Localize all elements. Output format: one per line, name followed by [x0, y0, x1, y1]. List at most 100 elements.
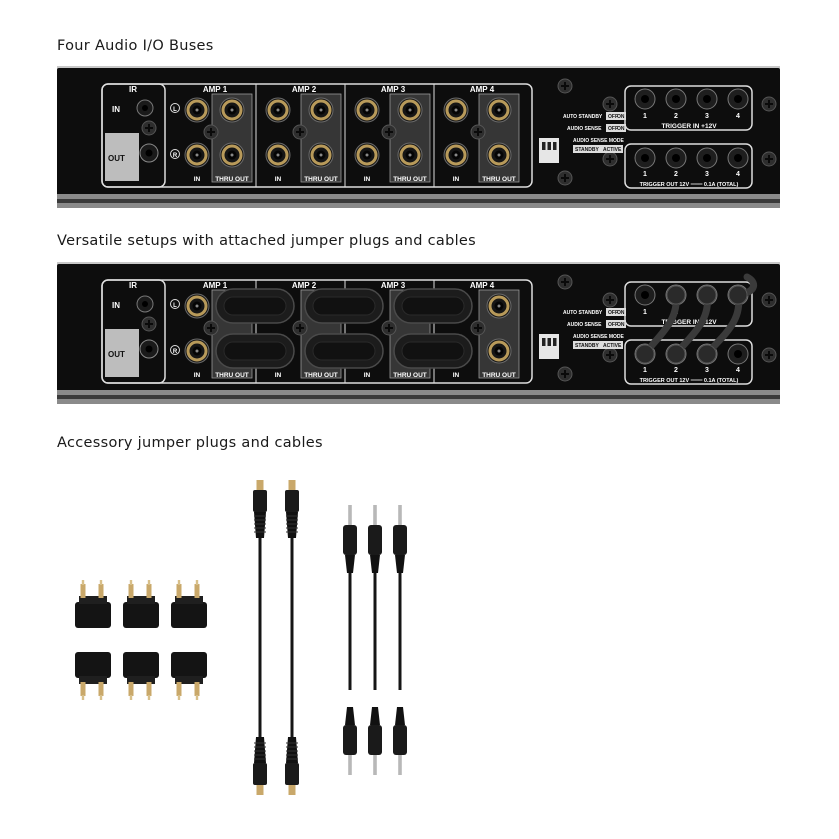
accessory-photo [75, 480, 407, 795]
off-label: OFF [608, 126, 618, 132]
standby-label: STANDBY [575, 147, 599, 153]
amp-in-label: IN [194, 372, 201, 379]
section-heading-accessories: Accessory jumper plugs and cables [57, 435, 323, 451]
auto-standby-label: AUTO STANDBY [563, 310, 603, 316]
cable-plug-icon [697, 285, 717, 305]
on-label: ON [617, 310, 625, 316]
off-label: OFF [608, 310, 618, 316]
amp-in-label: IN [194, 176, 201, 183]
amp-thru-out-label: THRU OUT [304, 176, 338, 183]
section-heading-buses: Four Audio I/O Buses [57, 38, 214, 54]
on-label: ON [617, 114, 625, 120]
mini-plug-icon [393, 707, 407, 775]
cable-plug-icon [697, 344, 717, 364]
on-label: ON [617, 322, 625, 328]
jumper-plug-icon [123, 580, 159, 628]
ir-out-label: OUT [108, 154, 125, 163]
dip-switch-icon [539, 334, 559, 359]
trigger-out-number: 3 [705, 367, 709, 374]
rca-plug-icon [253, 480, 267, 538]
trigger-in-number: 1 [643, 113, 647, 120]
trigger-out-number: 1 [643, 171, 647, 178]
dip-switch-icon [539, 138, 559, 163]
amp-thru-out-label: THRU OUT [482, 176, 516, 183]
trigger-out-number: 1 [643, 367, 647, 374]
rear-panel-with-jumpers: IR IN OUT L R AMP 1 IN THRU OUT AMP 2 IN THRU OUT A… [57, 262, 780, 404]
audio-sense-label: AUDIO SENSE [567, 322, 602, 328]
channel-right-label: R [173, 349, 178, 355]
cable-plug-icon [728, 285, 748, 305]
trigger-out-label: TRIGGER OUT 12V ═══ 0.1A (TOTAL) [640, 378, 739, 384]
ir-label: IR [129, 85, 137, 94]
trigger-in-number: 2 [674, 113, 678, 120]
section-heading-setups: Versatile setups with attached jumper pl… [57, 233, 476, 249]
ir-in-label: IN [112, 105, 120, 114]
amp-label: AMP 2 [292, 281, 317, 290]
trigger-out-label: TRIGGER OUT 12V ═══ 0.1A (TOTAL) [640, 182, 739, 188]
amp-label: AMP 4 [470, 281, 495, 290]
channel-left-label: L [173, 303, 177, 309]
amp-label: AMP 4 [470, 85, 495, 94]
trigger-in-frame [624, 281, 753, 327]
trigger-in-number: 4 [736, 113, 740, 120]
channel-right-label: R [173, 153, 178, 159]
amp-label: AMP 3 [381, 281, 406, 290]
amp-label: AMP 1 [203, 85, 228, 94]
audio-sense-mode-label: AUDIO SENSE MODE [573, 138, 625, 144]
off-label: OFF [608, 322, 618, 328]
ir-in-label: IN [112, 301, 120, 310]
amp-thru-out-label: THRU OUT [215, 176, 249, 183]
jumper-plug-icon [171, 652, 207, 700]
amp-label: AMP 3 [381, 85, 406, 94]
amp-thru-out-label: THRU OUT [215, 372, 249, 379]
ir-out-label: OUT [108, 350, 125, 359]
jumper-plug-icon [75, 580, 111, 628]
rca-plug-icon [285, 737, 299, 795]
amp-in-label: IN [453, 372, 460, 379]
amp-thru-out-label: THRU OUT [304, 372, 338, 379]
trigger-out-number: 4 [736, 367, 740, 374]
rear-panel-plain: IR IN OUT L R AMP 1 IN THRU OUT AMP 2 IN THRU OUT A… [57, 66, 780, 208]
jumper-plug-icon [171, 580, 207, 628]
trigger-in-frame [624, 85, 753, 131]
amp-thru-out-label: THRU OUT [393, 176, 427, 183]
amp-in-label: IN [364, 372, 371, 379]
ir-frame [101, 83, 166, 188]
amp-in-label: IN [275, 372, 282, 379]
mini-plug-icon [393, 505, 407, 573]
amp-in-label: IN [364, 176, 371, 183]
amp-in-label: IN [453, 176, 460, 183]
jumper-plug-icon [75, 652, 111, 700]
trigger-out-number: 3 [705, 171, 709, 178]
trigger-out-number: 2 [674, 171, 678, 178]
mini-plug-icon [368, 707, 382, 775]
ir-frame [101, 279, 166, 384]
auto-standby-label: AUTO STANDBY [563, 114, 603, 120]
audio-sense-label: AUDIO SENSE [567, 126, 602, 132]
cable-plug-icon [666, 285, 686, 305]
trigger-in-number: 3 [705, 113, 709, 120]
amp-label: AMP 2 [292, 85, 317, 94]
ir-label: IR [129, 281, 137, 290]
on-label: ON [617, 126, 625, 132]
channel-left-label: L [173, 107, 177, 113]
cable-plug-icon [635, 344, 655, 364]
mini-plug-icon [368, 505, 382, 573]
trigger-out-number: 2 [674, 367, 678, 374]
off-label: OFF [608, 114, 618, 120]
trigger-in-label: TRIGGER IN +12V [661, 123, 717, 130]
jumper-plug-icon [123, 652, 159, 700]
mini-plug-icon [343, 505, 357, 573]
rca-plug-icon [285, 480, 299, 538]
amp-thru-out-label: THRU OUT [482, 372, 516, 379]
trigger-out-number: 4 [736, 171, 740, 178]
amp-label: AMP 1 [203, 281, 228, 290]
rca-plug-icon [253, 737, 267, 795]
amp-thru-out-label: THRU OUT [393, 372, 427, 379]
active-label: ACTIVE [603, 343, 622, 349]
standby-label: STANDBY [575, 343, 599, 349]
amp-in-label: IN [275, 176, 282, 183]
trigger-in-number: 1 [643, 309, 647, 316]
cable-plug-icon [666, 344, 686, 364]
audio-sense-mode-label: AUDIO SENSE MODE [573, 334, 625, 340]
